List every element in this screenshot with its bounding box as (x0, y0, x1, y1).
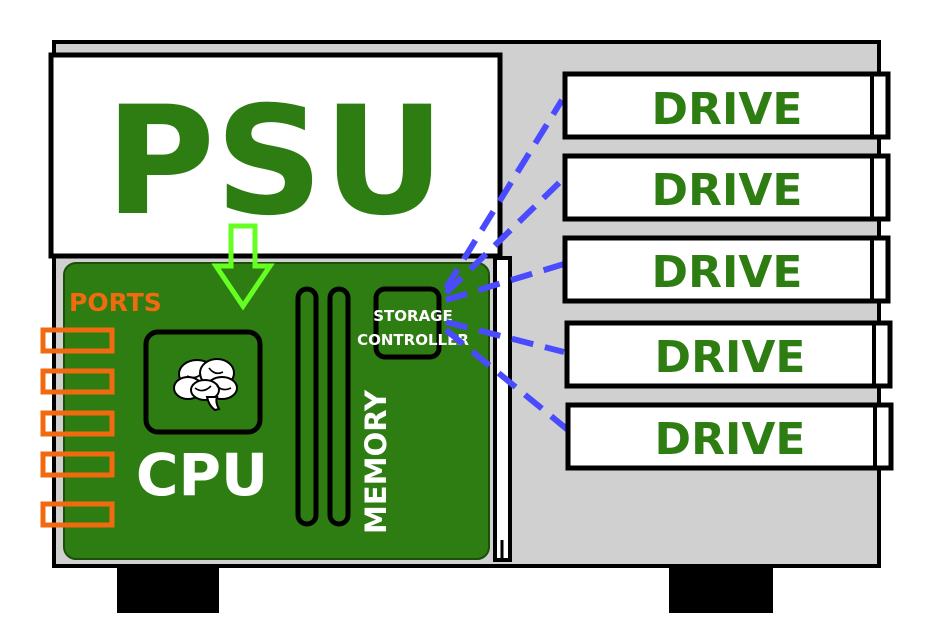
drive-bay-3 (562, 235, 891, 304)
drive-label-3: DRIVE (652, 247, 803, 298)
drive-label-2: DRIVE (652, 165, 803, 216)
case-foot-left (117, 565, 219, 613)
port-2 (40, 368, 115, 395)
brain-icon (173, 358, 238, 412)
expansion-bracket (493, 256, 512, 562)
drive-label-1: DRIVE (652, 84, 803, 135)
drive-label-5: DRIVE (655, 414, 806, 465)
drive-bay-1 (562, 71, 891, 140)
cpu-label: CPU (136, 441, 268, 509)
memory-slot-1 (295, 286, 319, 527)
port-1 (40, 327, 115, 354)
psu-label: PSU (105, 75, 445, 249)
storage-controller-chip (373, 286, 442, 360)
arrow-down-icon (211, 223, 275, 311)
memory-label: MEMORY (359, 389, 393, 534)
case-foot-right (669, 565, 773, 613)
storage-cables (443, 98, 570, 433)
drive-bay-2 (562, 153, 891, 222)
ports-label: PORTS (69, 288, 162, 317)
memory-slot-2 (327, 286, 351, 527)
port-4 (40, 451, 115, 478)
drive-label-4: DRIVE (655, 332, 806, 383)
psu-box (48, 52, 503, 259)
drive-bay-5 (565, 402, 894, 471)
storage-controller-label-1: STORAGE (373, 307, 453, 325)
storage-controller-label-2: CONTROLLER (357, 331, 469, 349)
drive-bay-4 (564, 320, 893, 389)
port-3 (40, 410, 115, 437)
port-5 (40, 501, 115, 528)
